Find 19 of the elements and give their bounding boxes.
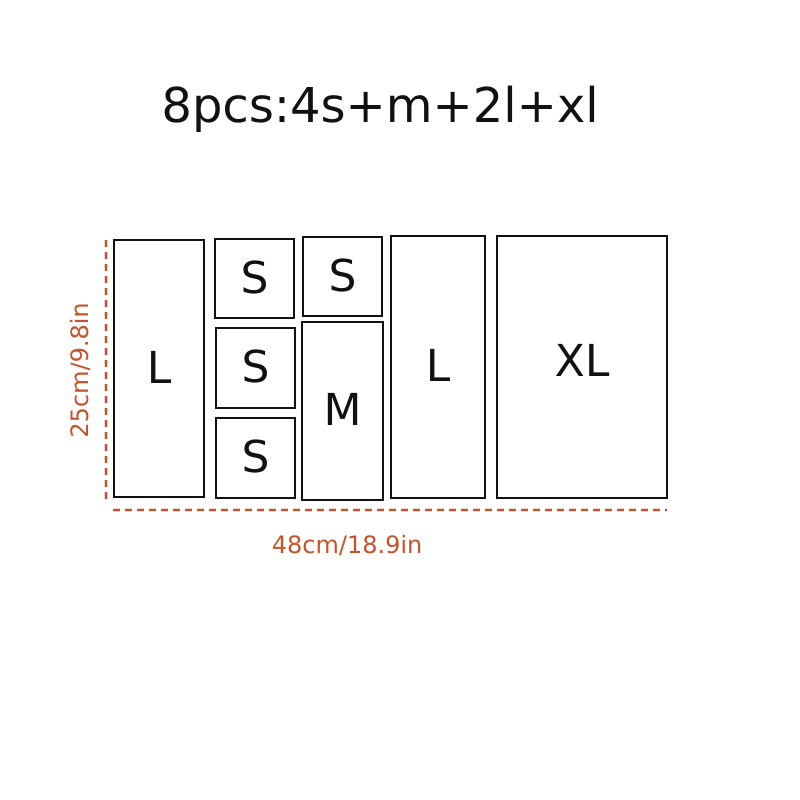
frame-outline: [215, 327, 296, 409]
frame-outline: [302, 236, 383, 317]
size-label: L: [424, 345, 452, 389]
size-label: S: [328, 254, 358, 298]
frame-outline: [390, 235, 486, 499]
size-label: S: [240, 256, 270, 300]
size-label: S: [240, 436, 270, 480]
dimension-label: 25cm/9.8in: [66, 302, 94, 438]
frame-outline: [215, 417, 296, 499]
frame-outline: [113, 239, 205, 498]
size-label: XL: [554, 340, 610, 384]
title: 8pcs:4s+m+2l+xl: [160, 78, 600, 134]
frame-outline: [214, 238, 295, 319]
dimension-label: 48cm/18.9in: [272, 531, 422, 559]
frame-outline: [496, 235, 668, 499]
frame-outline: [301, 321, 384, 501]
size-label: L: [146, 346, 172, 390]
size-label: M: [322, 389, 362, 433]
size-label: S: [240, 346, 270, 390]
